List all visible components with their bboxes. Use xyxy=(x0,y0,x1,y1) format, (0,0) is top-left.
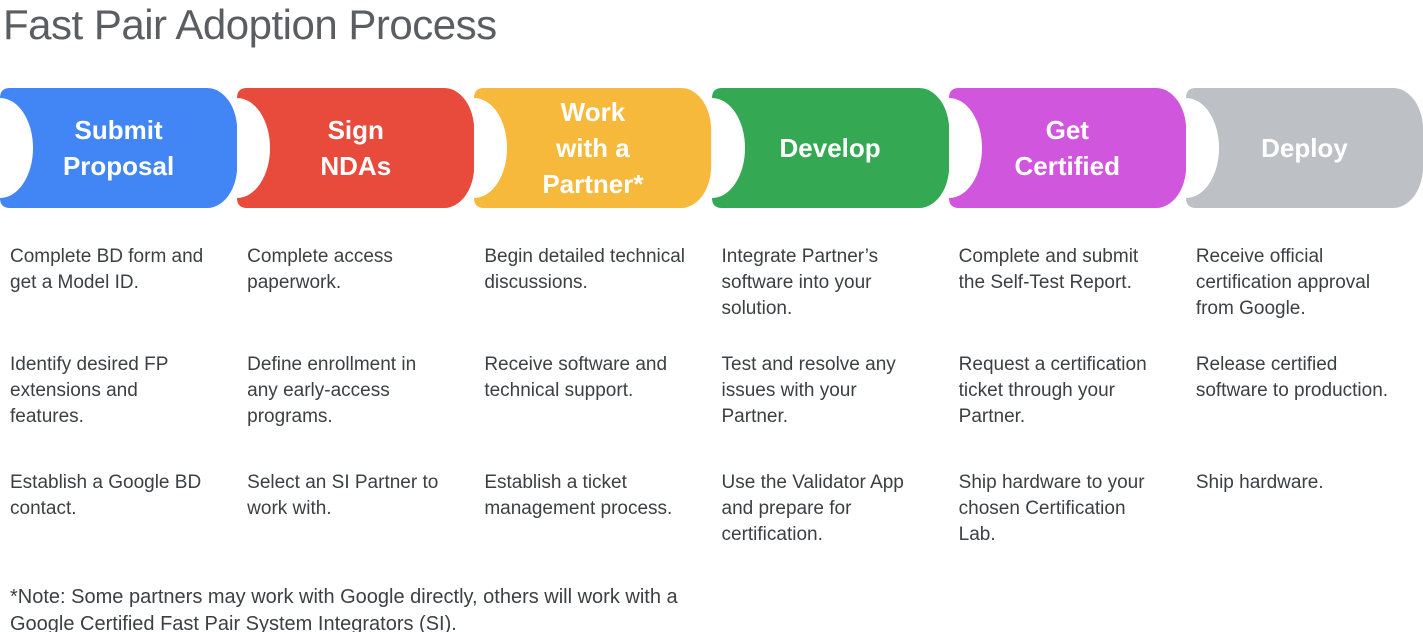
stage-arrow-path xyxy=(1185,88,1423,208)
steps-column-develop: Integrate Partner’s software into your s… xyxy=(712,244,949,548)
stage-label: Submit Proposal xyxy=(62,115,175,181)
step-item: Begin detailed technical discussions. xyxy=(484,246,686,293)
step-item: Establish a ticket management process. xyxy=(484,472,673,519)
steps-column-work-with-partner: Begin detailed technical discussions. Re… xyxy=(474,244,711,548)
steps-column-submit-proposal: Complete BD form and get a Model ID. Ide… xyxy=(0,244,237,548)
stage-label: Develop xyxy=(779,133,881,163)
stage-arrow-shape xyxy=(474,88,712,208)
step-item: Integrate Partner’s software into your s… xyxy=(721,246,879,319)
stage-arrow-shape xyxy=(237,88,475,208)
stage-label: Work with a Partner* xyxy=(542,97,644,199)
stage-get-certified: Get Certified xyxy=(948,88,1186,208)
stage-arrow-shape xyxy=(1185,88,1423,208)
stage-arrow-shape xyxy=(0,88,238,208)
stage-arrow-path xyxy=(711,88,949,208)
footnote: *Note: Some partners may work with Googl… xyxy=(10,586,678,632)
step-item: Ship hardware. xyxy=(1195,472,1324,493)
stage-label: Get Certified xyxy=(1014,115,1120,181)
stage-arrow-shape xyxy=(711,88,949,208)
steps-grid: Complete BD form and get a Model ID. Ide… xyxy=(0,244,1423,548)
stage-work-with-partner: Work with a Partner* xyxy=(474,88,712,208)
steps-column-deploy: Receive official certification approval … xyxy=(1186,244,1423,548)
stage-arrow-path xyxy=(0,88,238,208)
process-band: Submit Proposal Sign NDAs Work with a Pa… xyxy=(0,88,1423,208)
step-item: Complete and submit the Self-Test Report… xyxy=(958,246,1139,293)
step-item: Test and resolve any issues with your Pa… xyxy=(721,354,896,427)
stage-arrow-shape xyxy=(948,88,1186,208)
step-item: Complete access paperwork. xyxy=(247,246,393,293)
stage-label: Sign NDAs xyxy=(320,115,392,181)
step-item: Identify desired FP extensions and featu… xyxy=(10,354,169,427)
stage-deploy: Deploy xyxy=(1185,88,1423,208)
step-item: Release certified software to production… xyxy=(1195,354,1389,401)
stage-arrow-path xyxy=(948,88,1186,208)
step-item: Select an SI Partner to work with. xyxy=(247,472,439,519)
step-item: Complete BD form and get a Model ID. xyxy=(10,246,204,293)
stage-label: Deploy xyxy=(1261,133,1348,163)
stage-arrow-path xyxy=(474,88,712,208)
step-item: Define enrollment in any early-access pr… xyxy=(247,354,417,427)
steps-column-sign-ndas: Complete access paperwork. Define enroll… xyxy=(237,244,474,548)
page-title: Fast Pair Adoption Process xyxy=(3,1,497,48)
step-item: Receive software and technical support. xyxy=(484,354,668,401)
stage-arrow-path xyxy=(237,88,475,208)
step-item: Ship hardware to your chosen Certificati… xyxy=(958,472,1145,545)
step-item: Use the Validator App and prepare for ce… xyxy=(721,472,904,545)
stage-submit-proposal: Submit Proposal xyxy=(0,88,238,208)
stage-develop: Develop xyxy=(711,88,949,208)
step-item: Establish a Google BD contact. xyxy=(10,472,202,519)
step-item: Receive official certification approval … xyxy=(1195,246,1371,319)
stage-sign-ndas: Sign NDAs xyxy=(237,88,475,208)
steps-column-get-certified: Complete and submit the Self-Test Report… xyxy=(949,244,1186,548)
step-item: Request a certification ticket through y… xyxy=(958,354,1147,427)
